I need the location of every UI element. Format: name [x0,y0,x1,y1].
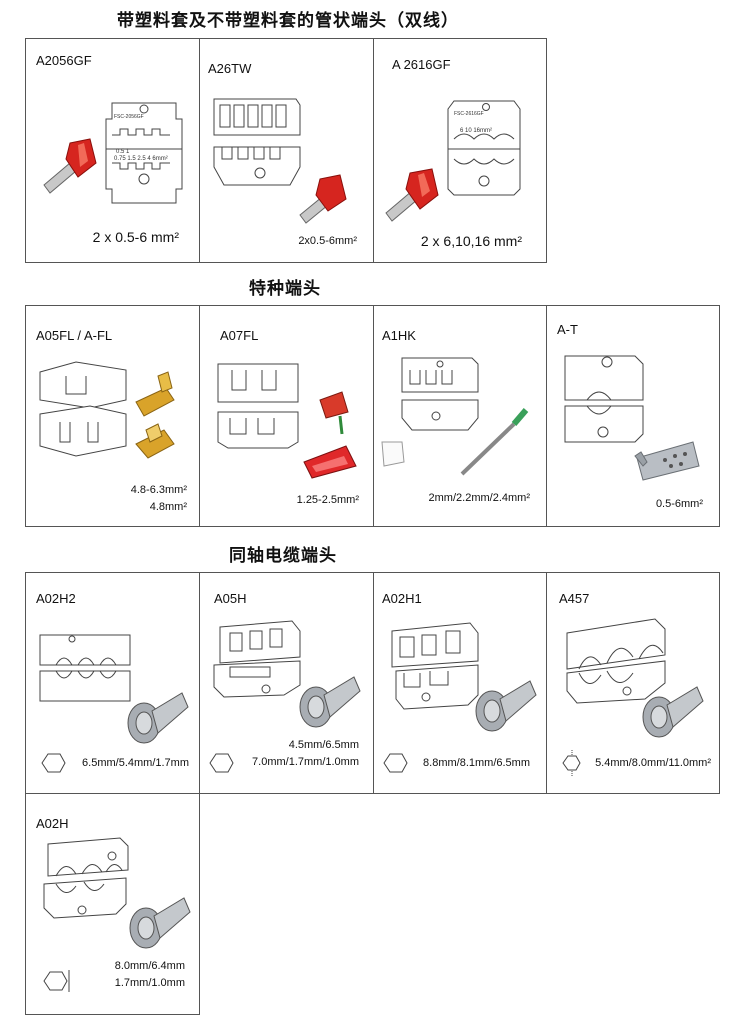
crimp-die-illustration [39,361,175,459]
hex-crimp-icon [41,753,66,773]
hex-crimp-icon [383,753,408,773]
crimp-die-illustration [43,837,191,949]
spec-line: 2 x 6,10,16 mm² [420,233,522,249]
product-code: A457 [559,591,590,606]
product-card-a05fl[interactable]: A05FL / A-FL 4.8-6.3mm² 4.8mm² [25,305,200,527]
spec-line: 4.8mm² [149,501,187,513]
spec-list: 2 x 0.5-6 mm² [93,229,179,246]
twin-ferrule-icon [299,174,347,224]
spec-list: 8.8mm/8.1mm/6.5mm [423,755,530,772]
die-size: 0.5 1 [116,149,130,155]
product-code: A07FL [220,328,259,343]
spec-line: 7.0mm/1.7mm/1.0mm [252,756,359,768]
crimp-die-illustration [39,634,189,744]
twin-ferrule-icon [43,138,97,194]
crimp-die-illustration [217,363,357,479]
bnc-connector-icon [127,692,189,744]
die-label: FSC-2056GF [114,114,144,120]
spec-line: 6.5mm/5.4mm/1.7mm [82,757,189,769]
spec-list: 0.5-6mm² [656,496,703,513]
product-code: A2056GF [36,53,92,68]
spec-line: 2 x 0.5-6 mm² [92,229,179,245]
product-code: A02H1 [382,591,422,606]
tab-terminal-icon [634,441,700,481]
product-code: A 2616GF [392,57,451,72]
product-card-a-t[interactable]: A-T 0.5-6mm² [546,305,720,527]
product-code: A05FL / A-FL [36,328,113,343]
spec-list: 4.5mm/6.5mm 7.0mm/1.7mm/1.0mm [252,737,359,771]
spec-list: 8.0mm/6.4mm 1.7mm/1.0mm [115,958,185,992]
product-card-a2616gf[interactable]: A 2616GF FSC-2616GF 6 10 16mm² 2 x 6,10,… [373,38,547,263]
product-card-a26tw[interactable]: A26TW 2x0.5-6mm² [199,38,374,263]
spec-line: 1.25-2.5mm² [296,494,359,506]
spec-list: 1.25-2.5mm² [297,492,359,509]
product-code: A-T [557,322,578,337]
product-card-a1hk[interactable]: A1HK 2mm/2.2mm/2.4mm² [373,305,547,527]
spec-line: 5.4mm/8.0mm/11.0mm² [595,757,711,769]
hex-crimp-icon [209,753,234,773]
product-code: A1HK [382,328,416,343]
spec-list: 2mm/2.2mm/2.4mm² [429,490,530,507]
crimp-die-illustration [564,355,700,481]
product-card-a02h1[interactable]: A02H1 8.8mm/8.1mm/6.5mm [373,572,547,794]
spec-list: 2x0.5-6mm² [298,233,357,250]
section-title-ferrules: 带塑料套及不带塑料套的管状端头（双线） [117,11,459,31]
spec-line: 2x0.5-6mm² [298,235,357,247]
spec-line: 1.7mm/1.0mm [114,977,185,989]
twin-ferrule-icon [385,168,439,222]
product-card-a457[interactable]: A457 5.4mm/8.0mm/11.0mm² [546,572,720,794]
product-code: A02H2 [36,591,76,606]
die-size: 0.75 1.5 2.5 4 6mm² [114,156,168,162]
pin-terminal-icon [381,408,529,476]
product-card-a02h2[interactable]: A02H2 6.5mm/5.4mm/1.7mm [25,572,200,794]
crimp-die-illustration [391,622,537,732]
spec-list: 2 x 6,10,16 mm² [421,233,522,250]
product-card-a2056gf[interactable]: A2056GF FSC-2056GF 0.5 1 0.75 1.5 2.5 4 … [25,38,200,263]
spec-line: 4.8-6.3mm² [130,484,187,496]
die-size: 6 10 16mm² [460,128,492,134]
spec-list: 5.4mm/8.0mm/11.0mm² [595,755,711,772]
spec-line: 0.5-6mm² [655,498,703,510]
flag-terminal-icon [135,371,175,459]
crimp-die-illustration [381,357,529,476]
spec-list: 4.8-6.3mm² 4.8mm² [131,482,187,516]
hex-crimp-icon [562,750,581,776]
spec-line: 8.8mm/8.1mm/6.5mm [423,757,530,769]
bnc-connector-icon [129,897,191,949]
crimp-die-illustration [213,620,361,728]
spec-line: 8.0mm/6.4mm [114,960,185,972]
bnc-connector-icon [299,676,361,728]
insulated-terminal-icon [303,391,357,479]
spec-line: 2mm/2.2mm/2.4mm² [428,492,530,504]
product-card-a02h[interactable]: A02H 8.0mm/6.4mm 1.7mm/1.0mm [25,793,200,1015]
section-title-coaxial-terminals: 同轴电缆端头 [229,546,337,566]
bnc-connector-icon [475,680,537,732]
crimp-die-illustration: FSC-2616GF 6 10 16mm² [385,100,521,222]
hex-crimp-icon [43,970,70,992]
product-card-a05h[interactable]: A05H 4.5mm/6.5mm 7.0mm/1.7mm/1.0mm [199,572,374,794]
spec-list: 6.5mm/5.4mm/1.7mm [82,755,189,772]
crimp-die-illustration [213,98,347,224]
crimp-die-illustration [566,618,704,738]
section-title-special-terminals: 特种端头 [249,279,321,299]
product-code: A02H [36,816,69,831]
bnc-connector-icon [642,686,704,738]
product-code: A05H [214,591,247,606]
crimp-die-illustration: FSC-2056GF 0.5 1 0.75 1.5 2.5 4 6mm² [43,102,183,204]
spec-line: 4.5mm/6.5mm [288,739,359,751]
die-label: FSC-2616GF [454,111,484,117]
product-card-a07fl[interactable]: A07FL 1.25-2.5mm² [199,305,374,527]
product-code: A26TW [208,61,252,76]
